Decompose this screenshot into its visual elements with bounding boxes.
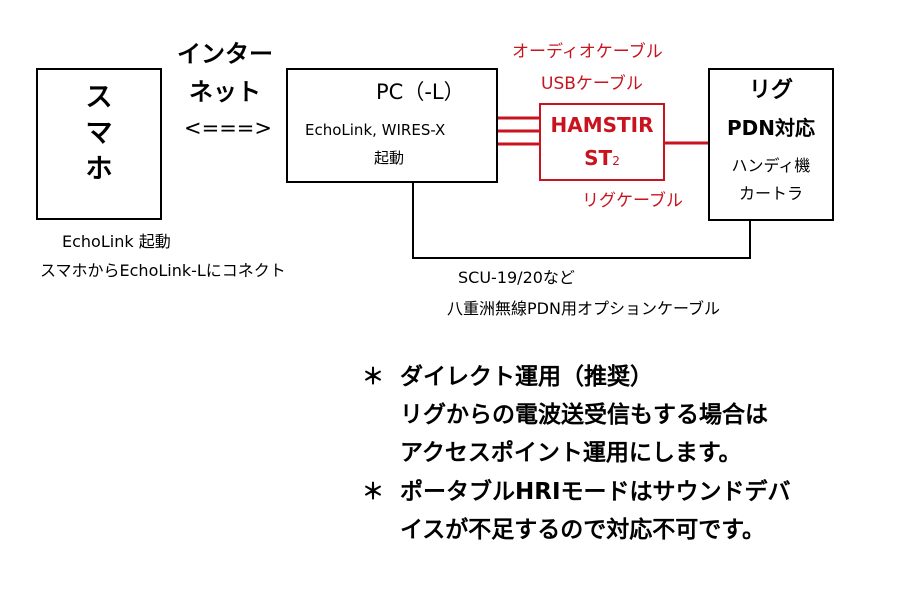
rig-type-car: カートラ: [738, 184, 803, 203]
note2-line2: イスが不足するので対応不可です。: [400, 517, 766, 543]
rig-subtitle: PDN対応: [727, 116, 815, 140]
rig-box: リグ PDN対応 ハンディ機 カートラ: [708, 68, 834, 221]
note1-line1: ダイレクト運用（推奨）: [400, 364, 653, 390]
note1-bullet: ＊: [362, 365, 385, 390]
usb-cable-label: USBケーブル: [541, 74, 643, 94]
smartphone-label-2: マ: [85, 118, 113, 149]
smartphone-box: ス マ ホ: [36, 68, 162, 220]
note1-line2: リグからの電波送受信もする場合は: [400, 402, 768, 428]
hamstir-model-subscript: 2: [612, 154, 620, 168]
rig-cable-label: リグケーブル: [582, 191, 683, 211]
note2-line1: ポータブルHRIモードはサウンドデバ: [400, 479, 791, 505]
internet-label-line1: インター: [177, 40, 273, 68]
hamstir-model: ST2: [541, 148, 663, 168]
smartphone-label-1: ス: [85, 82, 113, 113]
phone-note-line2: スマホからEchoLink-Lにコネクト: [40, 261, 286, 280]
pdn-cable-note-line2: 八重洲無線PDN用オプションケーブル: [447, 299, 720, 318]
pc-box: PC（-L） EchoLink, WIRES-X 起動: [286, 68, 498, 183]
rig-title: リグ: [748, 78, 793, 103]
pc-software: EchoLink, WIRES-X: [305, 121, 446, 139]
note2-bullet: ＊: [362, 480, 385, 505]
hamstir-model-text: ST: [584, 146, 613, 170]
rig-type-handy: ハンディ機: [731, 156, 811, 175]
internet-label-line2: ネット: [189, 78, 261, 106]
note1-line3: アクセスポイント運用にします。: [400, 440, 742, 466]
pc-status: 起動: [374, 149, 405, 167]
hamstir-box: HAMSTIR ST2: [539, 103, 665, 181]
hamstir-name: HAMSTIR: [550, 113, 654, 137]
phone-note-line1: EchoLink 起動: [62, 232, 171, 251]
pc-title: PC（-L）: [376, 80, 465, 104]
bidirectional-arrow: <===>: [184, 116, 272, 140]
pdn-cable-line: [412, 183, 751, 259]
pdn-cable-note-line1: SCU-19/20など: [458, 268, 575, 287]
smartphone-label-3: ホ: [85, 154, 113, 185]
audio-cable-label: オーディオケーブル: [512, 42, 663, 62]
